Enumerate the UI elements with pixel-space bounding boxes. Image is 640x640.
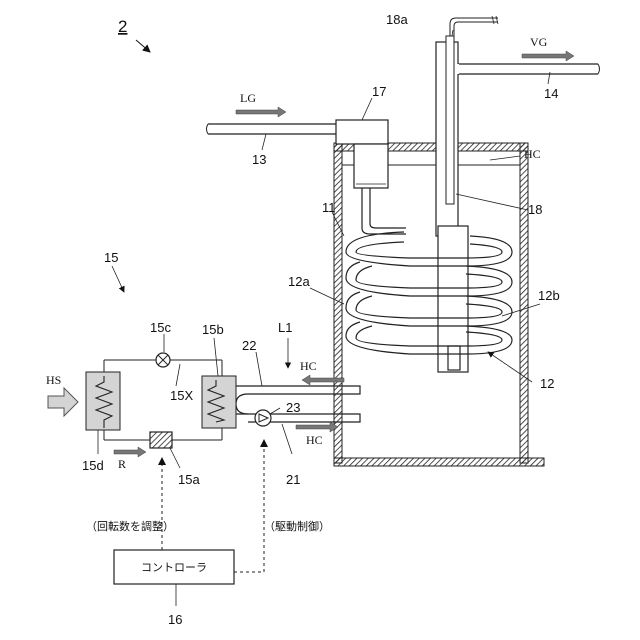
label-12a: 12a [288, 274, 310, 289]
evaporator-15d [86, 372, 120, 430]
label-13: 13 [252, 152, 266, 167]
label-hc-in: HC [300, 359, 317, 373]
label-l1: L1 [278, 320, 292, 335]
rotation-note: （回転数を調整） [86, 519, 174, 533]
label-15x: 15X [170, 388, 193, 403]
label-18: 18 [528, 202, 542, 217]
drive-note: （駆動制御） [264, 519, 330, 533]
lg-arrow [236, 107, 286, 117]
expansion-valve-15c [156, 353, 170, 367]
pipe-14 [436, 42, 600, 236]
label-22: 22 [242, 338, 256, 353]
coil-12 [346, 226, 512, 372]
label-lg: LG [240, 91, 256, 105]
label-14: 14 [544, 86, 558, 101]
label-15b: 15b [202, 322, 224, 337]
label-18a: 18a [386, 12, 408, 27]
condenser-15b [202, 376, 236, 428]
rod-18 [446, 16, 498, 204]
label-vg: VG [530, 35, 548, 49]
label-12b: 12b [538, 288, 560, 303]
hs-arrow [48, 388, 78, 416]
label-23: 23 [286, 400, 300, 415]
label-11: 11 [322, 200, 336, 215]
label-15: 15 [104, 250, 118, 265]
r-arrow [114, 447, 146, 457]
vg-arrow [522, 51, 574, 61]
separator-17 [336, 120, 406, 234]
label-15c: 15c [150, 320, 171, 335]
figure-pointer [136, 40, 150, 52]
label-16: 16 [168, 612, 182, 627]
label-21: 21 [286, 472, 300, 487]
label-17: 17 [372, 84, 386, 99]
compressor-15a [150, 432, 172, 448]
label-12: 12 [540, 376, 554, 391]
label-hc-out: HC [306, 433, 323, 447]
controller-label: コントローラ [141, 561, 207, 574]
figure-number: 2 [118, 17, 127, 36]
label-15a: 15a [178, 472, 200, 487]
label-hs: HS [46, 373, 61, 387]
label-r: R [118, 457, 126, 471]
label-15d: 15d [82, 458, 104, 473]
hc-out-arrow [296, 422, 338, 432]
pipe-13 [207, 124, 337, 134]
label-hc-top: HC [524, 147, 541, 161]
pump-23 [255, 410, 271, 426]
